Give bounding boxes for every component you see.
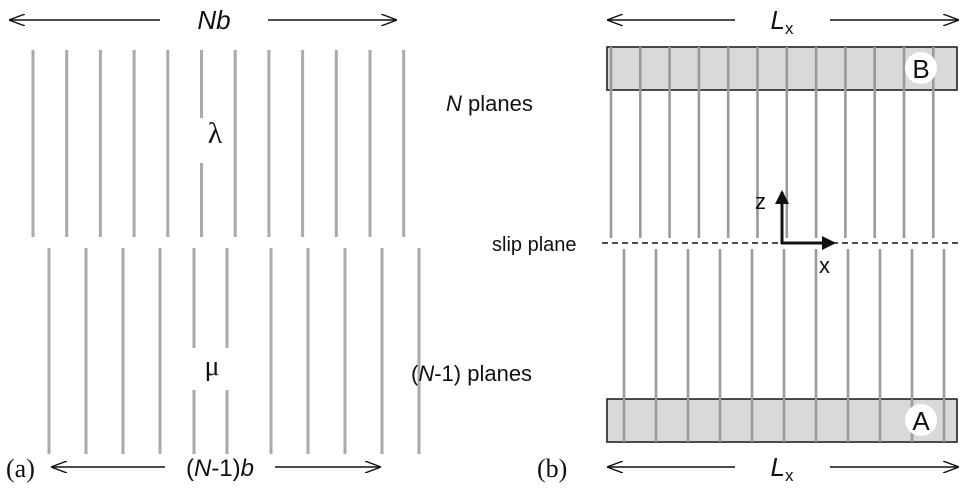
x-axis-label: x	[819, 253, 830, 278]
bw-mid: -1)	[211, 455, 240, 482]
bw-b: b	[241, 455, 254, 482]
block-B-label: B	[912, 54, 929, 84]
bottom-width-label: (N-1)b	[186, 455, 254, 482]
slip-plane-label: slip plane	[492, 234, 577, 256]
top-width-label: Nb	[197, 5, 230, 35]
block-A-label: A	[912, 406, 930, 436]
z-axis-label: z	[755, 189, 766, 214]
upl-n: N	[446, 91, 462, 116]
lower-planes	[47, 248, 421, 454]
mu-symbol: μ	[204, 351, 219, 382]
b-bot-sub: x	[785, 466, 794, 485]
bw-pre: (	[186, 455, 194, 482]
b-planes	[609, 47, 946, 442]
block-B	[606, 46, 958, 91]
panel-b-label: (b)	[537, 454, 567, 483]
panel-b: Lx B A slip plane N planes (N-1) planes …	[411, 5, 958, 485]
block-A	[606, 398, 958, 443]
b-top-L: L	[771, 5, 785, 35]
lpl-n: N	[418, 361, 434, 386]
b-bot-L: L	[771, 452, 785, 482]
panel-a-label: (a)	[6, 454, 35, 483]
b-bottom-width-label: Lx	[771, 452, 794, 485]
lower-planes-label: (N-1) planes	[411, 361, 532, 386]
bw-n: N	[194, 455, 212, 482]
top-width-label-text: Nb	[197, 5, 230, 35]
b-top-sub: x	[785, 19, 794, 38]
upper-planes	[31, 50, 406, 237]
b-top-width-label: Lx	[771, 5, 794, 38]
block-A-circle	[905, 404, 937, 436]
upper-planes-label: N planes	[446, 91, 533, 116]
block-B-circle	[905, 52, 937, 84]
lpl-pre: (	[411, 361, 419, 386]
panel-a: Nb λ μ (N-1)b (a)	[6, 5, 421, 483]
lambda-symbol: λ	[208, 117, 223, 150]
lpl-rest: -1) planes	[434, 361, 532, 386]
upl-rest: planes	[462, 91, 533, 116]
